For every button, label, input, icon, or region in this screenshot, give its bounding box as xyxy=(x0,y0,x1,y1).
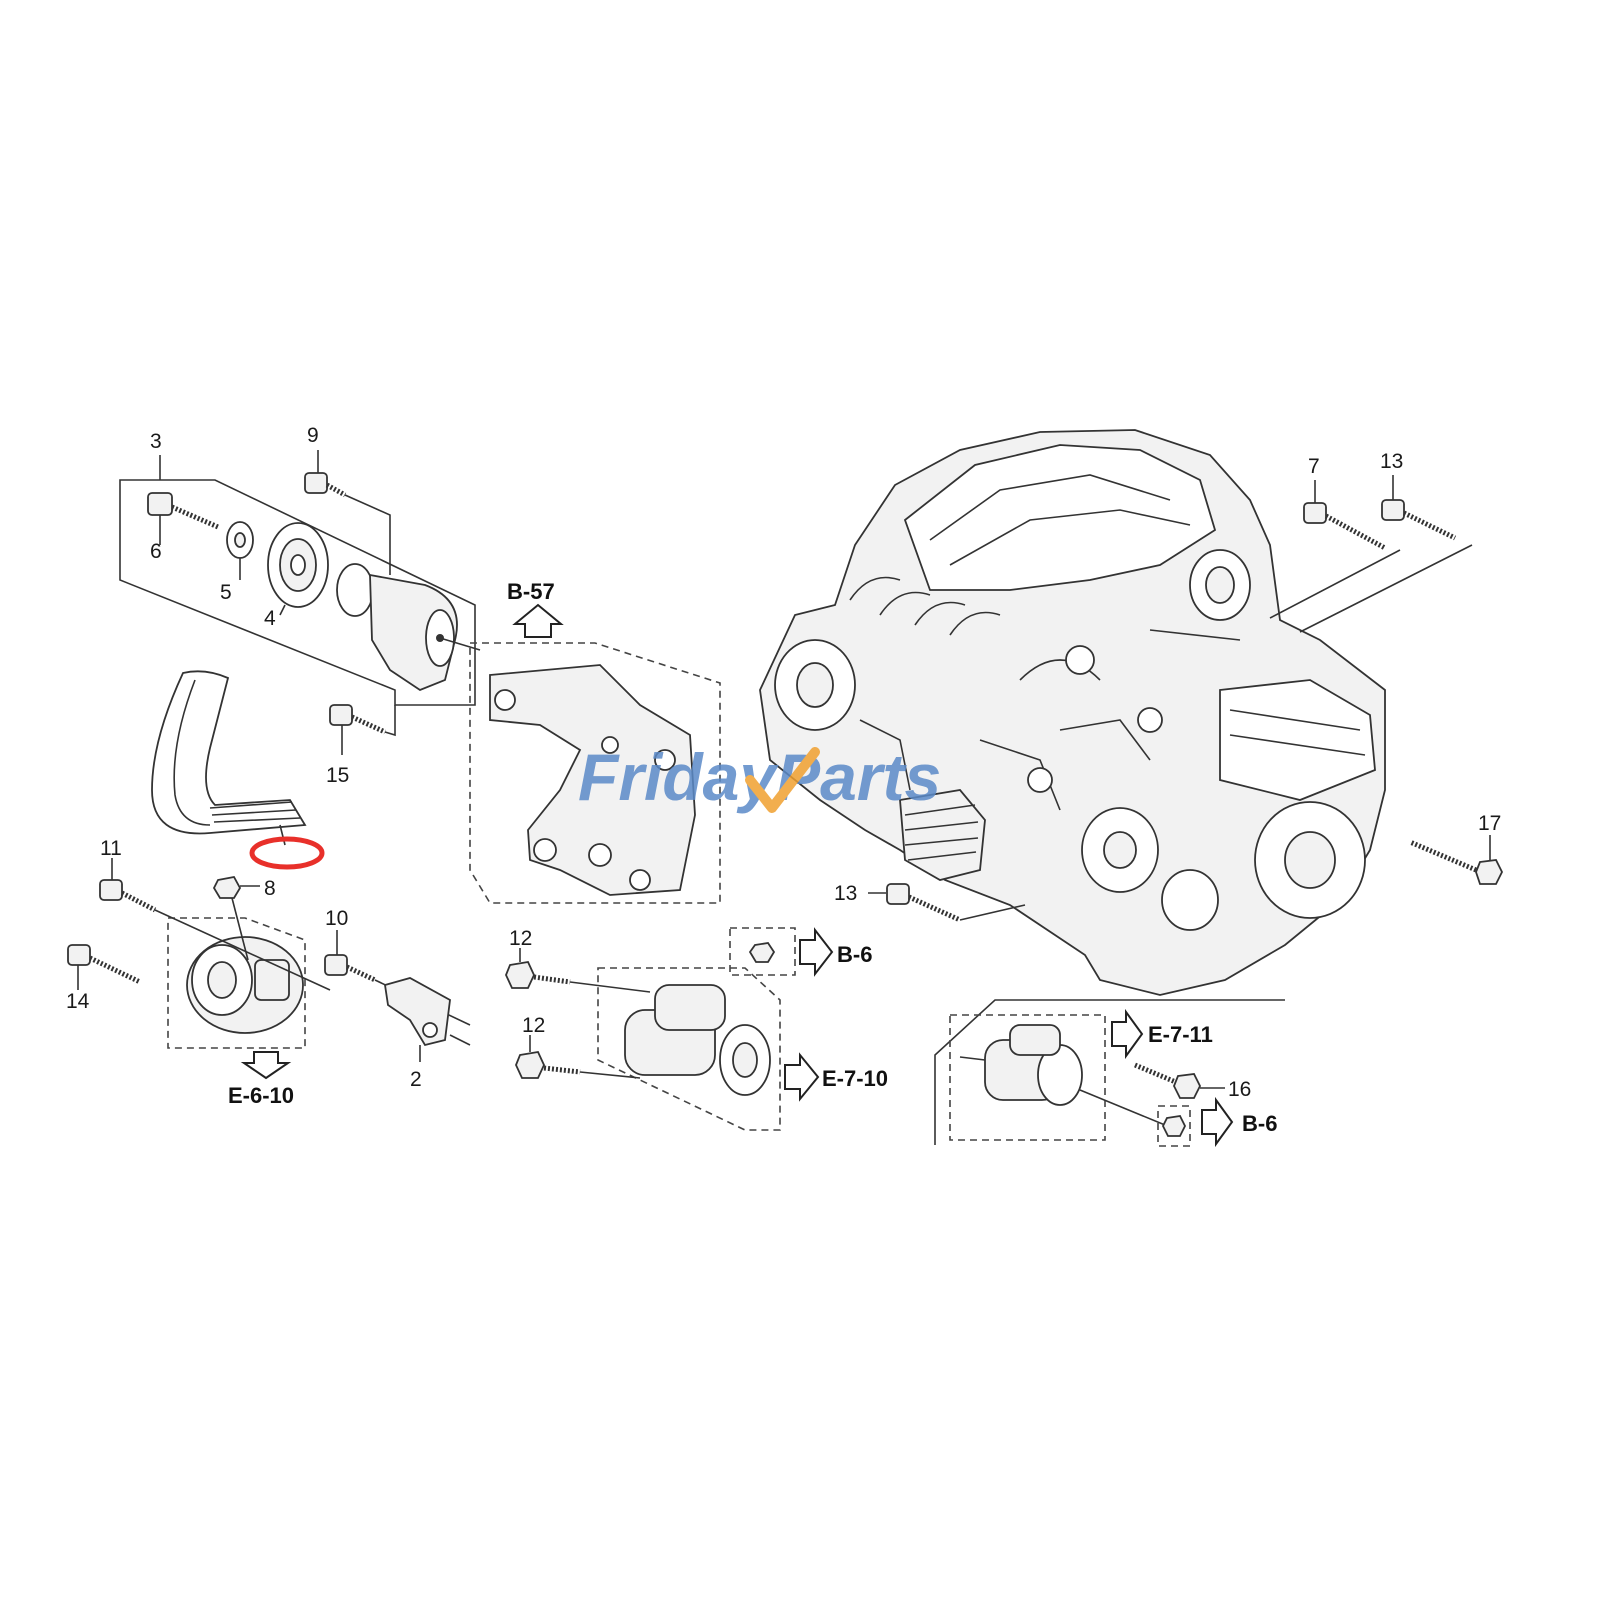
callout-7: 7 xyxy=(1308,455,1320,478)
bolt-13-lower xyxy=(868,883,962,923)
engine-assembly xyxy=(759,429,1473,996)
callout-9: 9 xyxy=(307,424,319,447)
bracket-2-group xyxy=(324,930,471,1062)
watermark-logo: FridayParts xyxy=(578,740,941,814)
drive-belt-1 xyxy=(151,670,325,870)
callout-15: 15 xyxy=(326,764,349,787)
tensioner-group xyxy=(119,450,481,755)
bolt-13-top xyxy=(1381,475,1457,541)
engine-bracket xyxy=(469,642,721,904)
ref-arrow-b57 xyxy=(512,603,564,638)
washer-5 xyxy=(226,521,254,559)
watermark-part2: Parts xyxy=(776,740,941,814)
callout-11: 11 xyxy=(100,837,122,860)
ref-label-e610: E-6-10 xyxy=(228,1083,294,1108)
starter-group xyxy=(505,927,796,1131)
callout-16: 16 xyxy=(1228,1078,1251,1101)
callout-4: 4 xyxy=(264,607,276,630)
svg-text:FridayParts: FridayParts xyxy=(578,740,941,814)
callout-13-upper: 13 xyxy=(1380,450,1403,473)
callout-10: 10 xyxy=(325,907,348,930)
bolt-7 xyxy=(1303,480,1387,551)
bolt-6 xyxy=(147,492,219,530)
bolt-9 xyxy=(304,450,391,575)
callout-12-upper: 12 xyxy=(509,927,532,950)
ref-arrow-b6a xyxy=(799,927,834,977)
ref-arrow-e710 xyxy=(784,1052,820,1102)
callout-13-lower: 13 xyxy=(834,882,857,905)
callout-3: 3 xyxy=(150,430,162,453)
ref-label-b6-center: B-6 xyxy=(837,942,872,967)
callout-5: 5 xyxy=(220,581,232,604)
callout-2: 2 xyxy=(410,1068,422,1091)
watermark-part1: Friday xyxy=(578,740,779,814)
pulley-4 xyxy=(267,522,329,608)
ref-label-e711: E-7-11 xyxy=(1148,1022,1213,1047)
alternator-group xyxy=(67,858,331,1049)
ref-label-b6-right: B-6 xyxy=(1242,1111,1277,1136)
ref-label-b57: B-57 xyxy=(507,579,555,604)
callout-6: 6 xyxy=(150,540,162,563)
ref-arrow-e711 xyxy=(1111,1008,1144,1060)
callout-14: 14 xyxy=(66,990,90,1013)
callout-12-lower: 12 xyxy=(522,1014,545,1037)
ref-label-e710: E-7-10 xyxy=(822,1066,888,1091)
callout-17: 17 xyxy=(1478,812,1501,835)
ref-arrow-b6b xyxy=(1201,1096,1234,1148)
bolt-17 xyxy=(1409,835,1504,885)
bolt-15 xyxy=(329,704,396,755)
watermark-check-icon xyxy=(745,747,820,813)
ref-arrow-e610 xyxy=(240,1051,292,1080)
tensioner-body xyxy=(336,563,481,692)
starter-inset xyxy=(934,999,1285,1147)
highlight-circle xyxy=(249,836,325,870)
callout-8: 8 xyxy=(264,877,276,900)
